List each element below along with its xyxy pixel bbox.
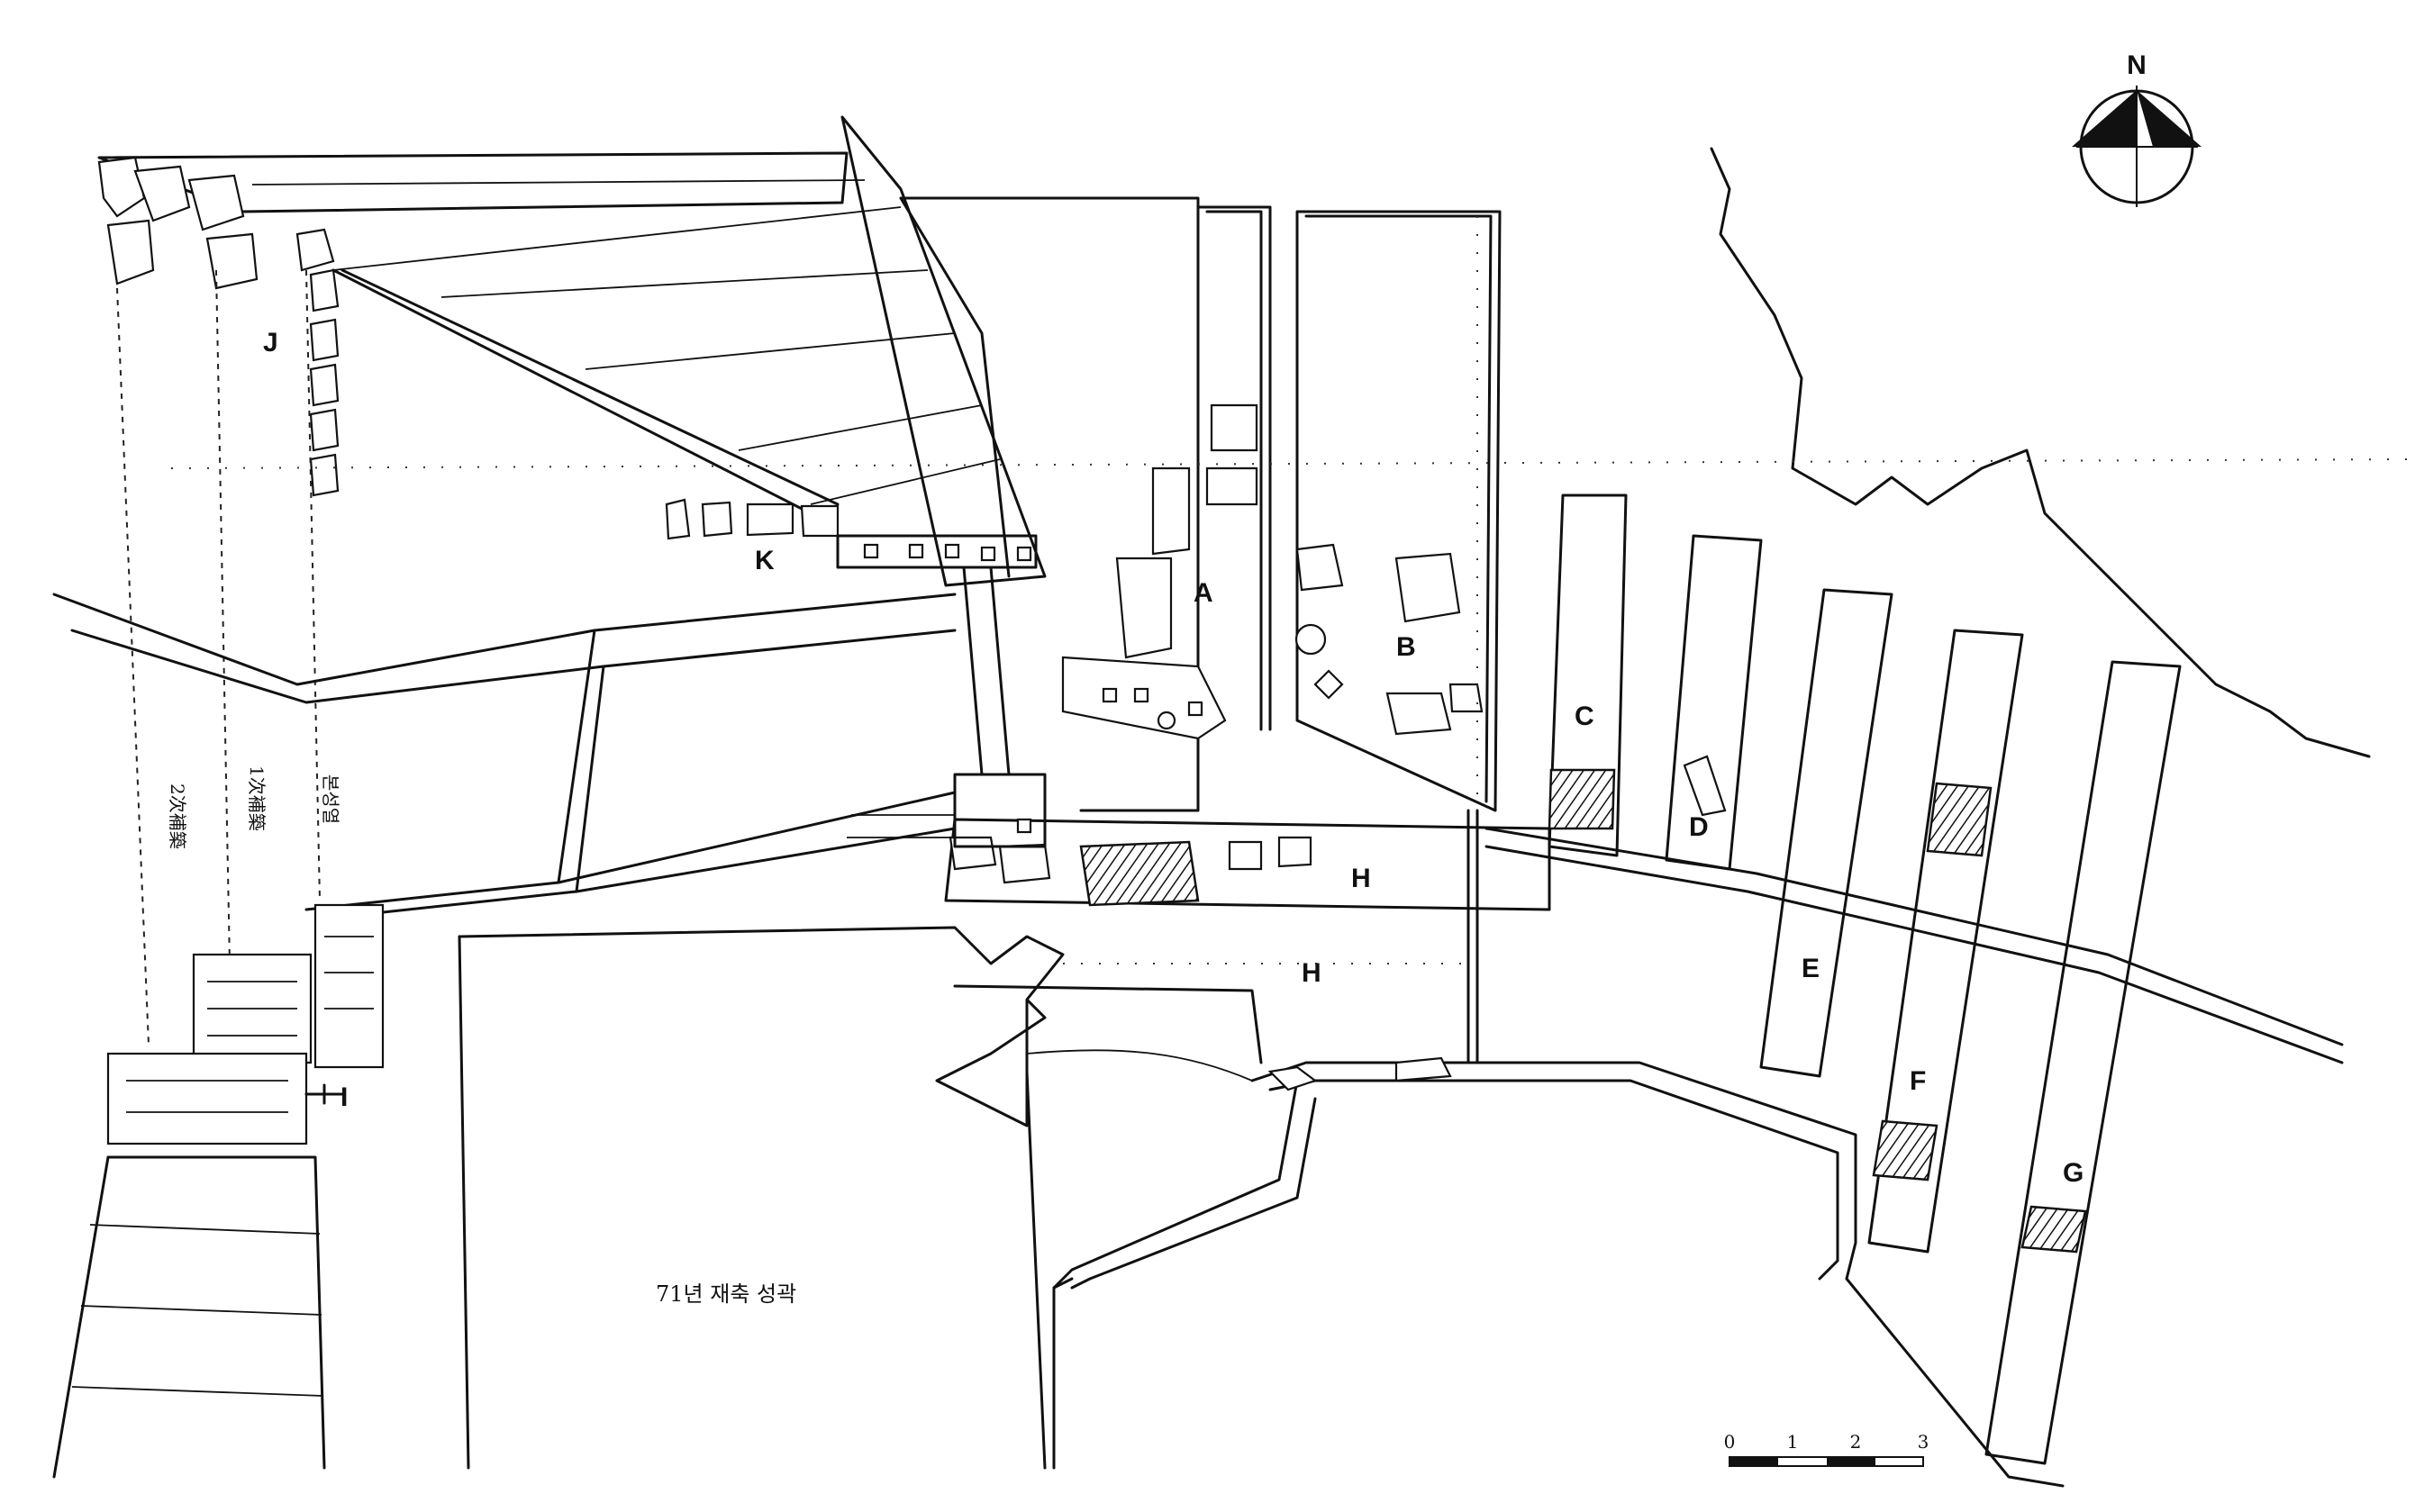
zone-label-H-lower: H bbox=[1302, 958, 1321, 988]
trench-C bbox=[1548, 493, 1628, 857]
zone-label-H-corridor: H bbox=[1351, 864, 1371, 893]
northwest-terraces bbox=[97, 115, 1047, 587]
wall-phase-lines bbox=[116, 269, 321, 1046]
zone-label-F: F bbox=[1910, 1066, 1926, 1096]
trench-G bbox=[1984, 660, 2182, 1465]
zone-label-I: I bbox=[340, 1082, 348, 1112]
scale-tick-3: 3 bbox=[1918, 1431, 1929, 1453]
north-label: N bbox=[2127, 50, 2147, 80]
zone-labels: A B C D E F G H H I J K bbox=[263, 328, 2084, 1188]
phase-label-first-repair: 1次補築 bbox=[246, 765, 268, 831]
zone-label-A: A bbox=[1194, 578, 1213, 608]
corridor-H bbox=[944, 818, 1551, 911]
scale-tick-2: 2 bbox=[1850, 1431, 1862, 1453]
corner-I-masonry bbox=[106, 903, 385, 1145]
zone-label-D: D bbox=[1689, 812, 1709, 842]
scale-tick-0: 0 bbox=[1724, 1431, 1736, 1453]
zone-label-C: C bbox=[1575, 702, 1594, 731]
rebuilt-wall-caption: 71년 재축 성곽 bbox=[656, 1281, 796, 1307]
trench-D bbox=[1665, 534, 1763, 871]
zone-label-E: E bbox=[1802, 954, 1820, 983]
scale-tick-1: 1 bbox=[1787, 1431, 1799, 1453]
west-outer-wall bbox=[52, 593, 957, 920]
phase-labels: 2次補築 1次補築 본성열 bbox=[167, 765, 341, 849]
zone-label-K: K bbox=[755, 546, 775, 575]
zone-label-J: J bbox=[263, 328, 278, 358]
survey-grid-lines bbox=[170, 216, 2415, 810]
wall-J-stones bbox=[97, 156, 340, 497]
structure-K bbox=[665, 498, 1047, 848]
compass-rose-icon: N bbox=[2072, 50, 2202, 207]
trench-E bbox=[1759, 588, 1893, 1078]
excavation-trench-B bbox=[1294, 210, 1502, 812]
phase-label-second-repair: 2次補築 bbox=[167, 783, 188, 849]
phase-label-inner-line: 본성열 bbox=[320, 774, 341, 824]
southeast-wall bbox=[1484, 827, 2344, 1488]
rebuilt-wall-block bbox=[458, 926, 1857, 1470]
excavation-trench-A bbox=[899, 196, 1272, 812]
trench-F bbox=[1867, 629, 2024, 1254]
zone-label-G: G bbox=[2063, 1158, 2084, 1188]
boundary-lines bbox=[953, 809, 1479, 1064]
scale-bar-icon: 0 1 2 3 bbox=[1724, 1431, 1929, 1467]
zone-label-B: B bbox=[1396, 632, 1416, 662]
northeast-cliff-outline bbox=[1710, 147, 2371, 758]
southwest-terraces bbox=[52, 1155, 326, 1479]
